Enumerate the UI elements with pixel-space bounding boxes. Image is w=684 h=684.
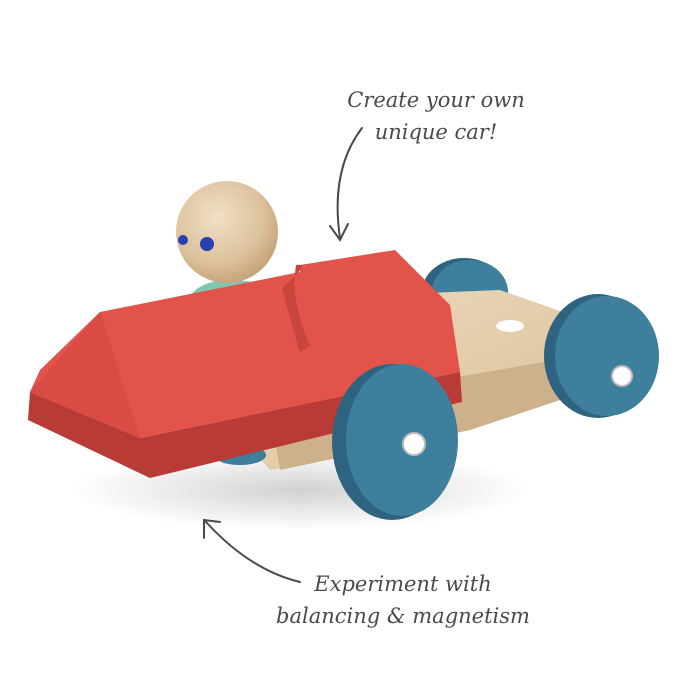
bottom-arrow: [203, 518, 301, 583]
right-eye: [200, 237, 214, 251]
caption-bottom: Experiment with balancing & magnetism: [268, 568, 538, 632]
wheel-front-right: [544, 294, 659, 418]
caption-top-line1: Create your own: [347, 88, 525, 112]
figure-head: [176, 181, 278, 283]
left-eye: [178, 235, 188, 245]
top-arrow: [329, 127, 363, 242]
caption-bottom-line1: Experiment with: [314, 572, 492, 596]
axle-cap-left: [402, 432, 426, 456]
magnet-dot: [496, 320, 524, 332]
axle-cap-right: [611, 365, 633, 387]
caption-bottom-line2: balancing & magnetism: [276, 604, 530, 628]
caption-top: Create your own unique car!: [336, 84, 536, 148]
caption-top-line2: unique car!: [374, 120, 498, 144]
wheel-front-left: [332, 364, 458, 520]
